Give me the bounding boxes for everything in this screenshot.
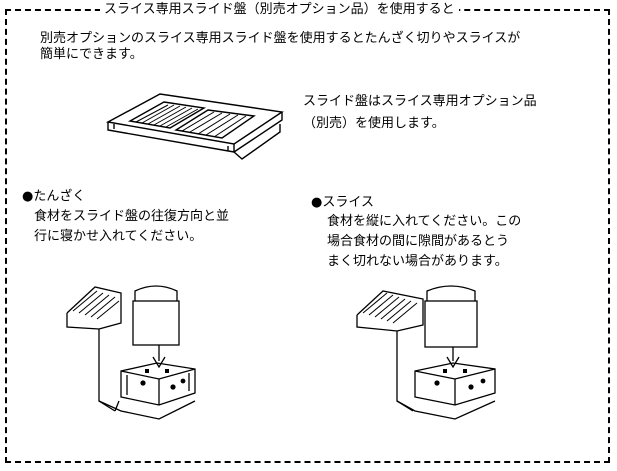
slide-plate-illustration [105, 93, 284, 160]
plate-note-line-2: （別売）を使用します。 [303, 116, 445, 131]
slice-line-2: 場合食材の間に隙間があるとう [327, 234, 510, 249]
intro-line-1: 別売オプションのスライス専用スライド盤を使用するとたんざく切りやスライスが [40, 31, 521, 46]
slice-machine-illustration [356, 285, 496, 420]
slice-heading: ●スライス [311, 195, 374, 210]
tanzaku-heading: ●たんざく [22, 189, 86, 204]
tanzaku-line-2: 行に寝かせ入れてください。 [34, 229, 203, 244]
slice-line-1: 食材を縦に入れてください。この [327, 214, 522, 229]
tanzaku-line-1: 食材をスライド盤の往復方向と並 [34, 209, 230, 224]
notice-title: スライス専用スライド盤（別売オプション品）を使用すると [100, 2, 459, 17]
intro-line-2: 簡単にできます。 [40, 47, 143, 62]
tanzaku-machine-illustration [66, 285, 196, 420]
plate-note-line-1: スライド盤はスライス専用オプション品 [303, 94, 537, 109]
slice-line-3: まく切れない場合があります。 [327, 254, 508, 269]
